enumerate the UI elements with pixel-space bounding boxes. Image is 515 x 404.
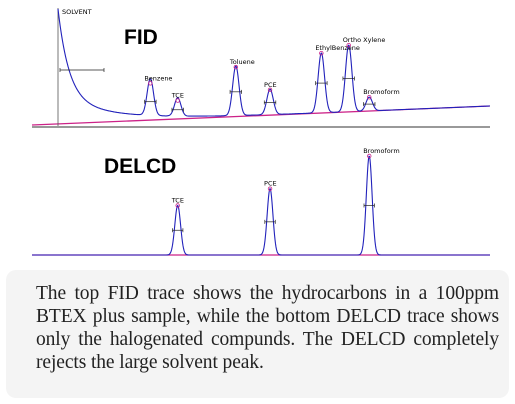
fid-title: FID: [124, 26, 158, 49]
fid-peak-ethylbenzene-apex-marker: [319, 50, 324, 56]
fid-peak-bromoform-label: Bromoform: [363, 88, 399, 96]
fid-peak-benzene-apex-marker: [148, 81, 153, 86]
fid-peak-ortho-xylene-apex-marker: [346, 42, 351, 48]
delcd-chromatogram: DELCD TCE PCE Bromoform: [32, 147, 490, 256]
delcd-peak-pce-label: PCE: [264, 180, 277, 188]
fid-peak-pce: PCE: [263, 81, 277, 105]
delcd-peak-bromoform-label: Bromoform: [363, 147, 399, 155]
delcd-peak-tce-label: TCE: [171, 197, 184, 205]
fid-peak-solvent-label: SOLVENT: [62, 8, 92, 16]
fid-peak-benzene-label: Benzene: [144, 74, 172, 82]
fid-peak-ortho-xylene-label: Ortho Xylene: [343, 36, 386, 44]
fid-peak-solvent: SOLVENT: [59, 8, 105, 72]
fid-peak-ethylbenzene-label: EthylBenzene: [315, 44, 360, 52]
fid-peak-ethylbenzene: EthylBenzene: [315, 44, 360, 86]
fid-peak-toluene: Toluene: [229, 58, 255, 94]
fid-trace-line: [57, 8, 490, 117]
caption-box: The top FID trace shows the hydrocarbons…: [6, 270, 509, 398]
delcd-peak-bromoform: Bromoform: [363, 147, 400, 208]
fid-peak-bromoform: Bromoform: [363, 88, 400, 107]
figure-caption: The top FID trace shows the hydrocarbons…: [36, 283, 499, 373]
delcd-peak-bromoform-apex-marker: [367, 153, 372, 159]
fid-peak-pce-apex-marker: [267, 87, 273, 93]
fid-peak-tce: TCE: [171, 92, 184, 112]
delcd-title: DELCD: [104, 155, 176, 178]
fid-peak-bromoform-apex-marker: [367, 95, 372, 100]
delcd-peak-tce-apex-marker: [175, 203, 180, 208]
fid-peak-toluene-apex-marker: [233, 64, 239, 70]
fid-peak-ortho-xylene: Ortho Xylene: [342, 36, 386, 81]
delcd-peak-pce: PCE: [264, 180, 277, 224]
delcd-peak-tce: TCE: [171, 197, 184, 233]
fid-peak-toluene-label: Toluene: [229, 58, 255, 66]
fid-peak-tce-label: TCE: [171, 92, 184, 100]
fid-peak-benzene: Benzene: [144, 74, 172, 104]
delcd-trace-line: [32, 155, 490, 256]
fid-peak-tce-apex-marker: [175, 98, 180, 103]
delcd-peak-pce-apex-marker: [267, 186, 273, 191]
fid-peak-pce-label: PCE: [264, 81, 277, 89]
